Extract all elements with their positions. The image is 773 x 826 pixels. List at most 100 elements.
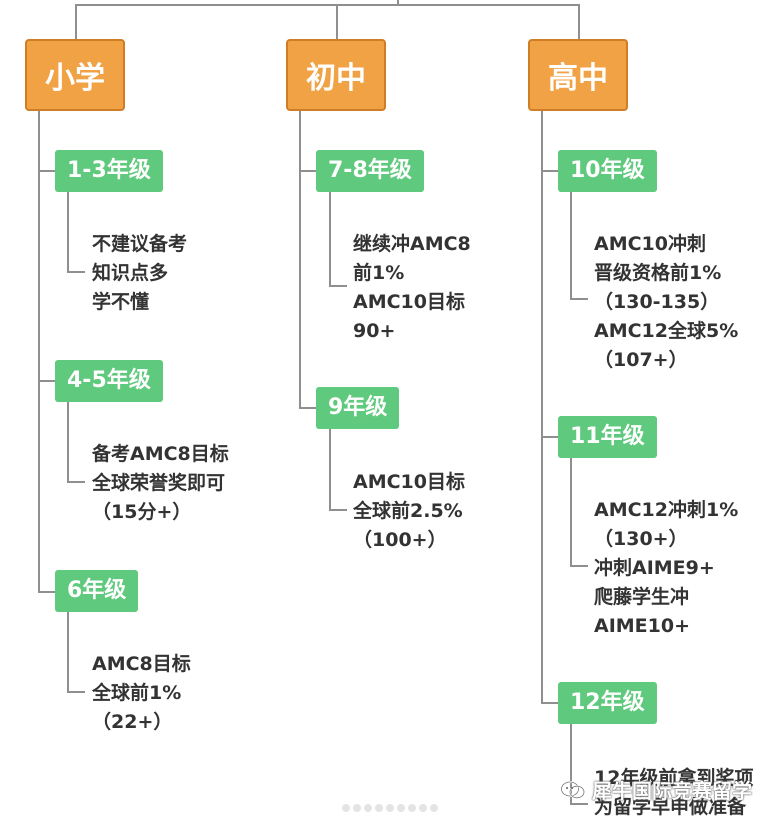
dot xyxy=(430,804,438,812)
note-connector xyxy=(67,192,69,272)
top-stem xyxy=(397,0,399,5)
watermark-text: 犀牛国际竞赛留学 xyxy=(592,779,752,803)
dot xyxy=(419,804,427,812)
note-tick xyxy=(329,285,347,287)
note-12: 12年级前拿到奖项 为留学早申做准备 xyxy=(594,764,753,822)
branch xyxy=(541,436,558,438)
note-line: AMC10目标 xyxy=(353,471,465,493)
note-line: 晋级资格前1% xyxy=(594,262,722,284)
trunk-primary xyxy=(38,111,40,592)
stage-drop-middle xyxy=(336,4,338,41)
grade-label: 1-3年级 xyxy=(67,158,151,183)
stage-label: 初中 xyxy=(306,61,366,96)
note-line: （100+） xyxy=(353,529,447,551)
branch xyxy=(38,170,55,172)
stage-label: 小学 xyxy=(45,61,105,96)
note-line: AMC12全球5% xyxy=(594,320,739,342)
note-line: AIME10+ xyxy=(594,615,691,637)
dot xyxy=(386,804,394,812)
note-line: 学不懂 xyxy=(92,291,150,313)
grade-label: 6年级 xyxy=(67,578,127,603)
note-line: 90+ xyxy=(353,320,396,342)
note-connector xyxy=(570,192,572,299)
note-connector xyxy=(67,402,69,482)
grade-badge-11: 11年级 xyxy=(558,416,657,458)
stage-high: 高中 xyxy=(528,39,628,111)
note-tick xyxy=(329,509,347,511)
grade-label: 7-8年级 xyxy=(328,158,412,183)
dot xyxy=(408,804,416,812)
dot xyxy=(353,804,361,812)
note-line: 全球荣誉奖即可 xyxy=(92,472,226,494)
grade-badge-9: 9年级 xyxy=(316,387,400,429)
grade-badge-4-5: 4-5年级 xyxy=(55,360,163,402)
note-tick xyxy=(67,691,85,693)
stage-primary: 小学 xyxy=(25,39,125,111)
top-connector xyxy=(75,4,580,6)
branch xyxy=(38,380,55,382)
dot xyxy=(364,804,372,812)
note-1-3: 不建议备考 知识点多 学不懂 xyxy=(92,230,187,317)
note-line: 备考AMC8目标 xyxy=(92,443,229,465)
note-line: （107+） xyxy=(594,349,688,371)
watermark: 犀牛国际竞赛留学 xyxy=(560,775,752,804)
note-connector xyxy=(570,724,572,804)
grade-badge-12: 12年级 xyxy=(558,682,657,724)
grade-badge-7-8: 7-8年级 xyxy=(316,150,424,192)
note-tick xyxy=(67,271,85,273)
trunk-high xyxy=(541,111,543,703)
note-4-5: 备考AMC8目标 全球荣誉奖即可 （15分+） xyxy=(92,440,229,527)
note-6: AMC8目标 全球前1% （22+） xyxy=(92,650,191,737)
note-connector xyxy=(570,458,572,566)
note-7-8: 继续冲AMC8 前1% AMC10目标 90+ xyxy=(353,230,471,346)
note-line: AMC10目标 xyxy=(353,291,465,313)
note-line: （22+） xyxy=(92,711,173,733)
note-line: （130+） xyxy=(594,528,688,550)
note-10: AMC10冲刺 晋级资格前1% （130-135） AMC12全球5% （107… xyxy=(594,230,738,375)
note-line: 冲刺AIME9+ xyxy=(594,557,715,579)
note-line: 知识点多 xyxy=(92,262,169,284)
note-line: AMC8目标 xyxy=(92,653,191,675)
dot xyxy=(342,804,350,812)
stage-drop-primary xyxy=(75,4,77,41)
dot xyxy=(397,804,405,812)
note-line: AMC10冲刺 xyxy=(594,233,706,255)
note-connector xyxy=(329,429,331,510)
note-tick xyxy=(67,481,85,483)
note-11: AMC12冲刺1% （130+） 冲刺AIME9+ 爬藤学生冲 AIME10+ xyxy=(594,496,738,641)
branch xyxy=(299,407,316,409)
note-line: 全球前2.5% xyxy=(353,500,463,522)
grade-label: 12年级 xyxy=(570,690,645,715)
note-line: 全球前1% xyxy=(92,682,182,704)
note-line: 不建议备考 xyxy=(92,233,188,255)
note-connector xyxy=(67,612,69,692)
note-tick xyxy=(570,803,588,805)
branch xyxy=(299,170,316,172)
note-tick xyxy=(570,298,588,300)
note-9: AMC10目标 全球前2.5% （100+） xyxy=(353,468,465,555)
grade-badge-10: 10年级 xyxy=(558,150,657,192)
note-line: 爬藤学生冲 xyxy=(594,586,690,608)
grade-label: 11年级 xyxy=(570,424,645,449)
note-line: 12年级前拿到奖项 xyxy=(594,767,754,789)
branch xyxy=(541,170,558,172)
branch xyxy=(38,591,55,593)
dot xyxy=(375,804,383,812)
note-line: 前1% xyxy=(353,262,405,284)
wechat-icon xyxy=(560,780,585,799)
stage-label: 高中 xyxy=(548,61,608,96)
note-line: （130-135） xyxy=(594,291,720,313)
grade-label: 9年级 xyxy=(328,395,388,420)
grade-badge-1-3: 1-3年级 xyxy=(55,150,163,192)
grade-label: 10年级 xyxy=(570,158,645,183)
trunk-middle xyxy=(299,111,301,408)
note-line: 继续冲AMC8 xyxy=(353,233,471,255)
stage-drop-high xyxy=(578,4,580,41)
grade-label: 4-5年级 xyxy=(67,368,151,393)
grade-badge-6: 6年级 xyxy=(55,570,139,612)
note-connector xyxy=(329,192,331,286)
note-line: （15分+） xyxy=(92,501,192,523)
note-line: AMC12冲刺1% xyxy=(594,499,739,521)
note-line: 为留学早申做准备 xyxy=(594,796,747,818)
